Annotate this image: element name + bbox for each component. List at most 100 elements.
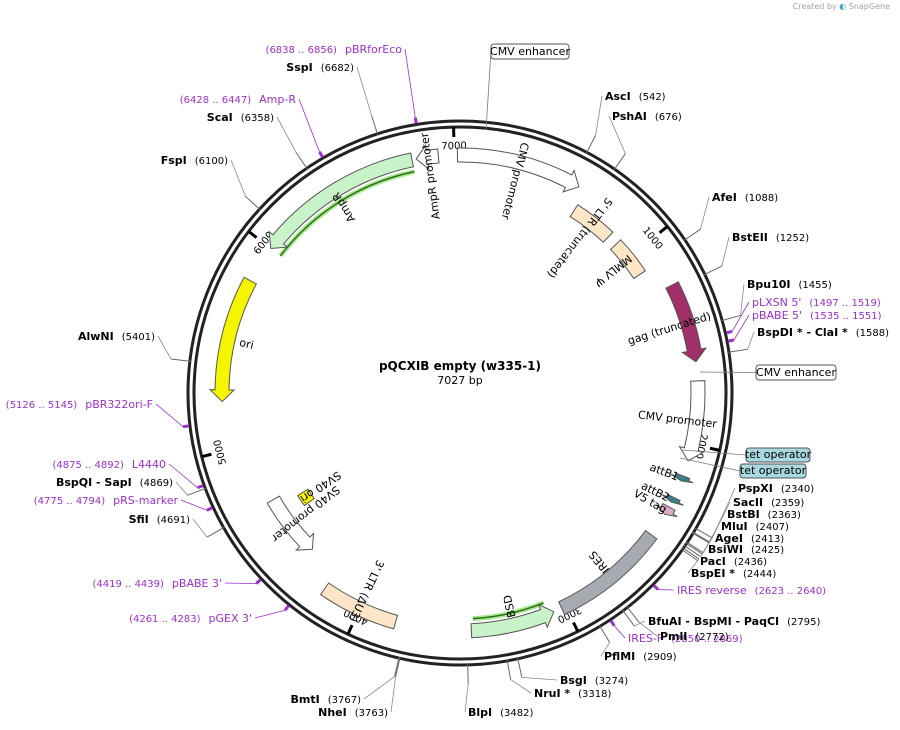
enzyme-position: (3274) xyxy=(595,676,628,687)
feature-label: attB1 xyxy=(648,461,681,484)
enzyme-name: MluI xyxy=(721,520,748,533)
boxed-feature-frame[interactable] xyxy=(745,447,811,463)
feature-sv40-ori[interactable] xyxy=(296,488,315,507)
feature-ampr[interactable] xyxy=(268,152,415,250)
primer-site-mark xyxy=(197,484,204,490)
boxed-feature-label: CMV enhancer xyxy=(490,45,570,58)
enzyme-position: (6682) xyxy=(321,63,354,74)
boxed-leader-line xyxy=(679,457,741,472)
feature-3-ltr-u3[interactable] xyxy=(319,582,399,630)
feature-ires[interactable] xyxy=(557,529,658,616)
primer-leader-line xyxy=(298,98,320,153)
enzyme-label[interactable]: AlwNI(5401) xyxy=(78,330,155,343)
enzyme-label[interactable]: BspQI - SapI(4869) xyxy=(56,476,173,489)
feature-gag-truncated[interactable] xyxy=(665,281,708,363)
primer-label[interactable]: (5126 .. 5145)pBR322ori-F xyxy=(6,398,153,411)
enzyme-label[interactable]: FspI(6100) xyxy=(161,154,228,167)
enzyme-label[interactable]: SspI (6682) xyxy=(286,61,354,74)
enzyme-label[interactable]: AfeI(1088) xyxy=(712,191,778,204)
enzyme-position: (2772) xyxy=(695,632,728,643)
feature-highlight-line xyxy=(279,170,415,257)
enzyme-label[interactable]: PspXI(2340) xyxy=(738,482,814,495)
primer-label[interactable]: (6428 .. 6447)Amp-R xyxy=(180,93,297,106)
tick-label: 7000 xyxy=(441,141,467,153)
feature-attb2[interactable] xyxy=(661,493,684,506)
enzyme-label[interactable]: BspEI *(2444) xyxy=(691,567,776,580)
enzyme-label[interactable]: SfiI(4691) xyxy=(129,513,191,526)
primer-label[interactable]: (4419 .. 4439)pBABE 3' xyxy=(93,577,223,590)
enzyme-label[interactable]: BstBI(2363) xyxy=(727,508,801,521)
enzyme-site-line xyxy=(686,541,704,554)
feature-cmv-promoter[interactable] xyxy=(456,147,580,193)
boxed-feature-frame[interactable] xyxy=(755,364,837,381)
enzyme-label[interactable]: BlpI(3482) xyxy=(468,706,533,719)
primer-leader-line xyxy=(155,403,184,427)
boxed-feature-frame[interactable] xyxy=(739,463,807,479)
enzyme-leader-line xyxy=(600,642,611,657)
feature-cmv-promoter[interactable] xyxy=(678,380,706,462)
enzyme-leader-line xyxy=(634,620,646,627)
enzyme-position: (4869) xyxy=(140,478,173,489)
enzyme-leader-line xyxy=(747,331,755,350)
feature-sv40-promoter[interactable] xyxy=(266,495,315,551)
enzyme-leader-line xyxy=(276,116,297,153)
enzyme-label[interactable]: MluI(2407) xyxy=(721,520,789,533)
enzyme-label[interactable]: BsgI(3274) xyxy=(560,674,628,687)
feature-ampr-promoter[interactable] xyxy=(415,144,440,171)
enzyme-label[interactable]: PshAI(676) xyxy=(612,110,682,123)
feature-5-ltr-truncated[interactable] xyxy=(569,204,614,243)
primer-label[interactable]: pBABE 5'(1535 .. 1551) xyxy=(752,309,882,322)
enzyme-label[interactable]: Bpu10I(1455) xyxy=(747,278,832,291)
enzyme-name: SacII xyxy=(733,496,763,509)
enzyme-label[interactable]: AgeI(2413) xyxy=(715,532,784,545)
enzyme-position: (676) xyxy=(655,112,682,123)
primer-leader-line xyxy=(168,463,198,488)
primer-name: pLXSN 5' xyxy=(752,296,801,309)
feature-ori[interactable] xyxy=(208,276,258,403)
enzyme-label[interactable]: PmlI(2772) xyxy=(660,630,729,643)
boxed-feature-frame[interactable] xyxy=(490,43,570,60)
enzyme-label[interactable]: SacII(2359) xyxy=(733,496,804,509)
enzyme-label[interactable]: BsiWI(2425) xyxy=(708,543,784,556)
primer-label[interactable]: IRES reverse(2623 .. 2640) xyxy=(677,584,826,597)
enzyme-position: (542) xyxy=(639,92,666,103)
feature-label: IRES xyxy=(586,548,612,575)
primer-label[interactable]: pLXSN 5'(1497 .. 1519) xyxy=(752,296,881,309)
enzyme-label[interactable]: ScaI(6358) xyxy=(207,111,274,124)
primer-label[interactable]: (4875 .. 4892)L4440 xyxy=(52,458,166,471)
enzyme-label[interactable]: BfuAI - BspMI - PaqCI(2795) xyxy=(648,615,820,628)
primer-position: (6838 .. 6856) xyxy=(266,45,338,56)
enzyme-label[interactable]: BspDI * - ClaI *(1588) xyxy=(757,326,889,339)
enzyme-site-line xyxy=(585,135,597,154)
primer-label[interactable]: (6838 .. 6856)pBRforEco xyxy=(266,43,403,56)
enzyme-label[interactable]: PflMI(2909) xyxy=(604,650,677,663)
enzyme-position: (2340) xyxy=(781,484,814,495)
enzyme-label[interactable]: BstEII(1252) xyxy=(732,231,809,244)
plasmid-size: 7027 bp xyxy=(437,374,482,387)
primer-position: (5126 .. 5145) xyxy=(6,400,78,411)
enzyme-site-line xyxy=(467,663,469,684)
primer-label[interactable]: (4775 .. 4794)pRS-marker xyxy=(34,494,179,507)
feature-mmlv[interactable] xyxy=(609,239,647,280)
enzyme-site-line xyxy=(621,609,635,627)
enzyme-name: SspI xyxy=(286,61,312,74)
enzyme-position: (5401) xyxy=(122,332,155,343)
enzyme-position: (4691) xyxy=(157,515,190,526)
enzyme-label[interactable]: AscI(542) xyxy=(605,90,666,103)
enzyme-label[interactable]: PacI(2436) xyxy=(700,555,767,568)
feature-bsd[interactable] xyxy=(470,603,555,639)
primer-label[interactable]: IRES-F(2850 .. 2869) xyxy=(628,632,743,645)
feature-attb1[interactable] xyxy=(670,472,694,484)
enzyme-leader-line xyxy=(700,196,710,230)
enzyme-label[interactable]: NruI *(3318) xyxy=(534,687,611,700)
feature-v5-tag[interactable] xyxy=(656,502,678,518)
enzyme-label[interactable]: BmtI(3767) xyxy=(291,693,362,706)
primer-label[interactable]: (4261 .. 4283)pGEX 3' xyxy=(129,612,252,625)
enzyme-position: (6100) xyxy=(195,156,228,167)
enzyme-leader-line xyxy=(175,481,188,496)
enzyme-label[interactable]: NheI(3763) xyxy=(318,706,388,719)
primer-site-mark xyxy=(413,117,418,124)
enzyme-site-line xyxy=(517,657,523,678)
primer-leader-line xyxy=(613,625,626,639)
enzyme-position: (1455) xyxy=(799,280,832,291)
